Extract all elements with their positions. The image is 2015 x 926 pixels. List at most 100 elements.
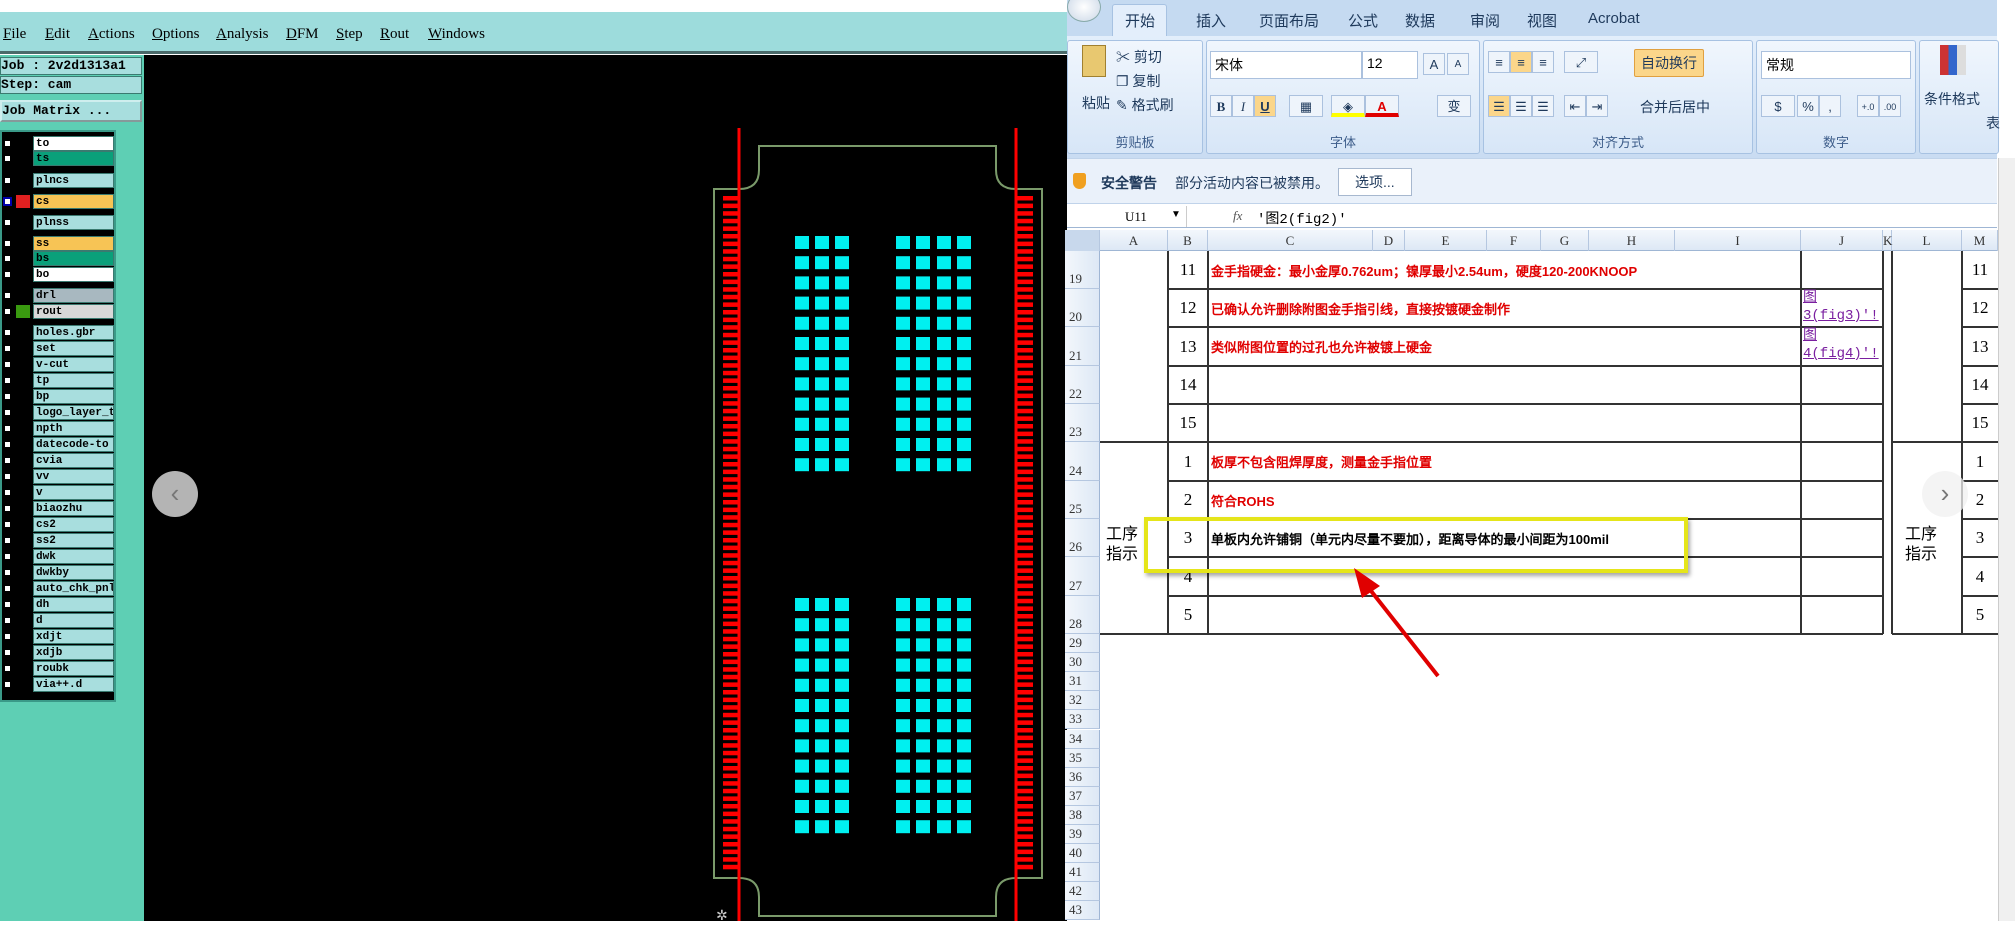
column-header[interactable]: L [1892, 230, 1962, 251]
select-all-button[interactable] [1065, 230, 1100, 251]
column-header[interactable]: J [1801, 230, 1883, 251]
layer-name[interactable]: dwk [33, 549, 114, 564]
menu-edit[interactable]: Edit [45, 26, 71, 42]
row-header[interactable]: 32 [1065, 691, 1100, 711]
increase-decimal-button[interactable]: +.0 [1857, 95, 1879, 117]
requirement-cell[interactable]: 单板内允许铺铜（单元内尽量不要加），距离导体的最小间距为100mil [1211, 531, 1609, 547]
percent-button[interactable]: % [1797, 95, 1819, 117]
layer-checkbox[interactable] [3, 504, 12, 513]
layer-checkbox[interactable] [3, 664, 12, 673]
decrease-decimal-button[interactable]: .00 [1879, 95, 1901, 117]
format-table-button[interactable]: 表 [1986, 115, 2000, 131]
layer-name[interactable]: biaozhu [33, 501, 114, 516]
row-header[interactable]: 37 [1065, 786, 1100, 806]
align-top-button[interactable]: ≡ [1488, 51, 1510, 73]
menu-actions[interactable]: Actions [88, 26, 135, 42]
layer-name[interactable]: bp [33, 389, 114, 404]
insert-function-button[interactable]: fx [1233, 208, 1243, 223]
underline-button[interactable]: U [1254, 95, 1276, 117]
tab-data[interactable]: 数据 [1405, 13, 1436, 30]
layer-checkbox[interactable] [3, 154, 12, 163]
align-bottom-button[interactable]: ≡ [1532, 51, 1554, 73]
menu-dfm[interactable]: DFM [286, 26, 319, 42]
layer-checkbox[interactable] [3, 616, 12, 625]
requirement-cell[interactable]: 符合ROHS [1211, 493, 1275, 509]
column-header[interactable]: F [1487, 230, 1541, 251]
align-right-button[interactable]: ☰ [1532, 95, 1554, 117]
item-number-cell[interactable]: 12 [1179, 298, 1197, 317]
column-header[interactable]: D [1373, 230, 1405, 251]
layer-row[interactable]: ss2 [2, 533, 116, 548]
vertical-scrollbar[interactable] [1998, 158, 2015, 921]
row-header[interactable]: 22 [1065, 366, 1100, 404]
figure-link[interactable]: 图3(fig3)'! [1803, 290, 1879, 324]
item-number-cell[interactable]: 4 [1183, 566, 1193, 586]
layer-name[interactable]: to [33, 136, 114, 151]
layer-row[interactable]: xdjb [2, 645, 116, 660]
layer-checkbox[interactable] [3, 270, 12, 279]
row-header[interactable]: 43 [1065, 901, 1100, 921]
layer-name[interactable]: set [33, 341, 114, 356]
row-header[interactable]: 25 [1065, 481, 1100, 519]
item-number-cell[interactable]: 14 [1179, 375, 1197, 394]
column-header[interactable]: I [1675, 230, 1801, 251]
layer-name[interactable]: v [33, 485, 114, 500]
layer-row[interactable]: npth [2, 421, 116, 436]
grow-font-button[interactable]: A [1423, 53, 1445, 75]
requirement-cell[interactable]: 板厚不包含阻焊厚度，测量金手指位置 [1211, 455, 1433, 470]
row-header[interactable]: 42 [1065, 882, 1100, 902]
item-number-cell[interactable]: 3 [1975, 528, 1985, 547]
layer-name[interactable]: vv [33, 469, 114, 484]
layer-name[interactable]: logo_layer_t [33, 405, 114, 420]
layer-row[interactable]: vv [2, 469, 116, 484]
font-size-select[interactable]: 12 [1362, 51, 1418, 79]
font-name-select[interactable]: 宋体 [1210, 51, 1362, 79]
layer-name[interactable]: dwkby [33, 565, 114, 580]
menu-rout[interactable]: Rout [380, 26, 410, 42]
column-header[interactable]: E [1405, 230, 1487, 251]
column-header[interactable]: K [1883, 230, 1892, 251]
column-header[interactable]: M [1962, 230, 1998, 251]
menu-windows[interactable]: Windows [428, 26, 485, 42]
column-header[interactable]: C [1208, 230, 1373, 251]
item-number-cell[interactable]: 1 [1183, 451, 1193, 471]
row-header[interactable]: 39 [1065, 825, 1100, 845]
section-label-a[interactable]: 工序指示 [1106, 526, 1139, 563]
layer-name[interactable]: xdjb [33, 645, 114, 660]
layer-row[interactable]: biaozhu [2, 501, 116, 516]
layer-name[interactable]: bo [33, 267, 114, 282]
next-arrow-button[interactable]: › [1922, 471, 1968, 517]
align-middle-button[interactable]: ≡ [1510, 51, 1532, 73]
border-button[interactable]: ▦ [1289, 95, 1323, 117]
phonetic-button[interactable]: 变 [1437, 95, 1471, 117]
row-header[interactable]: 26 [1065, 519, 1100, 557]
tab-review[interactable]: 审阅 [1470, 13, 1501, 30]
office-button[interactable] [1067, 0, 1101, 22]
layer-row[interactable]: set [2, 341, 116, 356]
item-number-cell[interactable]: 14 [1971, 375, 1989, 394]
layer-name[interactable]: cvia [33, 453, 114, 468]
layer-checkbox[interactable] [3, 456, 12, 465]
layer-name[interactable]: cs2 [33, 517, 114, 532]
number-format-select[interactable]: 常规 [1761, 51, 1911, 79]
row-header[interactable]: 23 [1065, 404, 1100, 442]
layer-checkbox[interactable] [3, 307, 12, 316]
row-header[interactable]: 29 [1065, 634, 1100, 654]
layer-checkbox[interactable] [3, 440, 12, 449]
requirement-cell[interactable]: 金手指硬金：最小金厚0.762um；镍厚最小2.54um，硬度120-200KN… [1211, 263, 1638, 279]
layer-row[interactable]: bp [2, 389, 116, 404]
layer-name[interactable]: npth [33, 421, 114, 436]
layer-checkbox[interactable] [3, 600, 12, 609]
layer-checkbox[interactable] [3, 536, 12, 545]
layer-name[interactable]: via++.d [33, 677, 114, 692]
conditional-format-button[interactable]: 条件格式 [1924, 91, 1980, 107]
align-center-button[interactable]: ☰ [1510, 95, 1532, 117]
layer-checkbox[interactable] [3, 680, 12, 689]
item-number-cell[interactable]: 2 [1183, 490, 1193, 509]
layer-checkbox[interactable] [3, 488, 12, 497]
menu-step[interactable]: Step [336, 26, 363, 42]
tab-home[interactable]: 开始 [1125, 13, 1156, 30]
requirement-cell[interactable] [1211, 366, 1799, 404]
layer-row[interactable]: v-cut [2, 357, 116, 372]
requirement-cell[interactable] [1211, 596, 1799, 634]
